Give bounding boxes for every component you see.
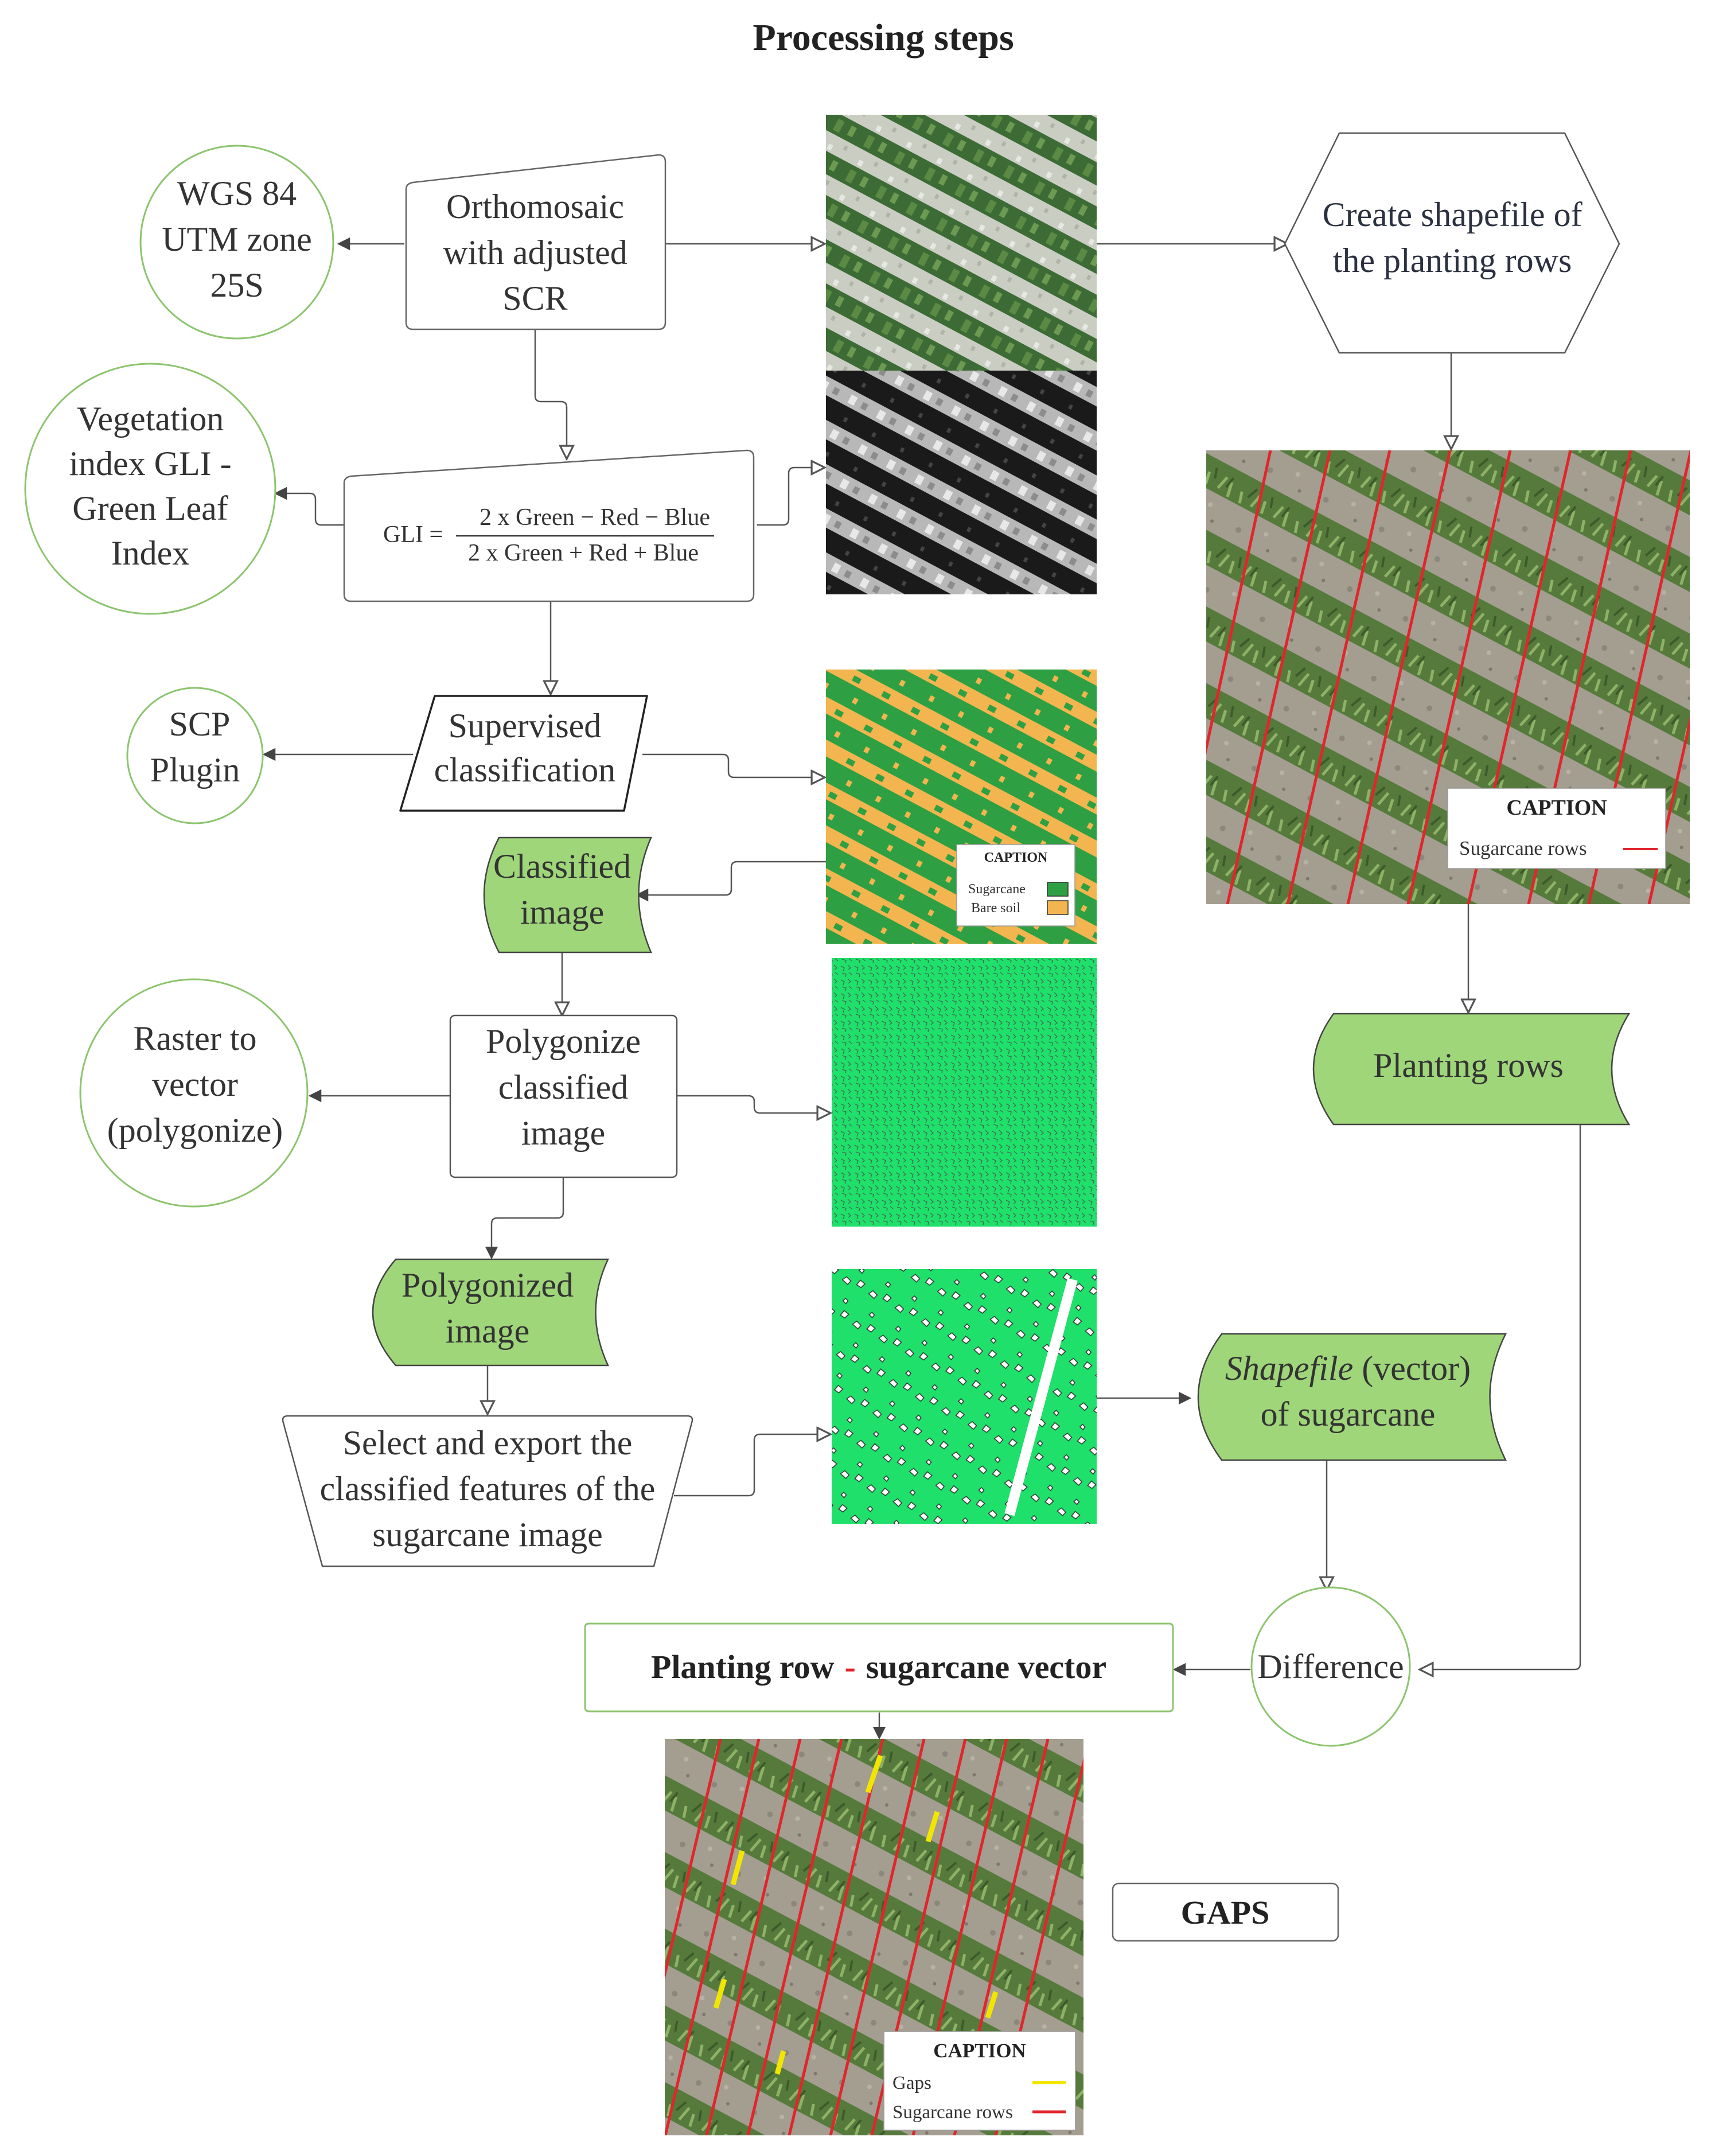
rows-legend-title: CAPTION — [1506, 796, 1607, 820]
classified-line-1: Classified — [493, 847, 631, 885]
rows-legend-label: Sugarcane rows — [1459, 837, 1587, 859]
polygonize-line-1: Polygonize — [486, 1022, 641, 1060]
legend-label-sugarcane: Sugarcane — [968, 882, 1026, 897]
raster-line-2: vector — [152, 1065, 238, 1103]
shapefile-line-1: Shapefile (vector) — [1225, 1349, 1471, 1387]
orthomosaic-image — [826, 115, 1097, 371]
wgs-line-2: UTM zone — [162, 220, 312, 258]
vegetation-line-2: index GLI - — [69, 445, 231, 482]
gaps-legend: CAPTION Gaps Sugarcane rows — [883, 2031, 1076, 2131]
gaps-node: GAPS — [1112, 1882, 1339, 1942]
edge-select-to-vecimage — [674, 1434, 831, 1497]
scp-line-2: Plugin — [150, 751, 240, 789]
polygonized-map-image — [832, 958, 1097, 1227]
gaps-legend-label-gaps: Gaps — [892, 2073, 931, 2093]
gli-numerator: 2 x Green − Red − Blue — [480, 504, 710, 531]
classified-image-node: Classified image — [483, 836, 652, 954]
rows-legend: CAPTION Sugarcane rows — [1447, 788, 1666, 869]
edge-polygonize-to-polygonized — [485, 1177, 564, 1260]
planting-rows-label: Planting rows — [1373, 1046, 1564, 1084]
edge-plantingrows-to-difference — [1420, 1124, 1581, 1669]
shapefile-italic: Shapefile — [1225, 1349, 1353, 1387]
shapefile-rest: (vector) — [1353, 1349, 1471, 1387]
supervised-line-1: Supervised — [449, 707, 602, 745]
gap-segments — [713, 1754, 999, 2075]
edge-ortho-to-gli — [534, 330, 567, 459]
sugarcane-vector-image — [832, 1269, 1097, 1524]
wgs-line-1: WGS 84 — [177, 174, 297, 212]
gaps-legend-label-rows: Sugarcane rows — [892, 2102, 1013, 2123]
scp-plugin-circle: SCP Plugin — [126, 687, 264, 824]
select-export-line-3: sugarcane image — [372, 1516, 602, 1554]
gli-formula-node: GLI = 2 x Green − Red − Blue 2 x Green +… — [343, 449, 755, 602]
planting-minus-dash: - — [844, 1648, 855, 1686]
planting-rows-image: CAPTION Sugarcane rows — [1206, 450, 1690, 904]
polygonize-line-3: image — [521, 1114, 606, 1152]
orthomosaic-node: Orthomosaic with adjusted SCR — [405, 154, 666, 330]
create-shapefile-line-2: the planting rows — [1333, 242, 1572, 279]
planting-rows-node: Planting rows — [1312, 1013, 1631, 1126]
raster-line-1: Raster to — [134, 1019, 257, 1057]
gli-lhs: GLI = — [383, 522, 443, 548]
planting-minus-sugarcane-node: Planting row-sugarcane vector — [584, 1622, 1174, 1713]
wgs-circle: WGS 84 UTM zone 25S — [139, 145, 334, 340]
difference-circle: Difference — [1250, 1586, 1411, 1747]
classified-line-2: image — [520, 893, 605, 931]
polygonized-line-2: image — [446, 1312, 530, 1350]
vegetation-line-3: Green Leaf — [72, 489, 228, 527]
connectors — [262, 244, 1581, 1740]
gaps-result-image: CAPTION Gaps Sugarcane rows — [665, 1739, 1083, 2135]
polygonize-node: Polygonize classified image — [449, 1014, 678, 1178]
gli-denominator: 2 x Green + Red + Blue — [468, 540, 699, 566]
edge-gli-to-vegetation — [274, 487, 344, 526]
shapefile-line-2: of sugarcane — [1261, 1395, 1436, 1433]
page-title: Processing steps — [753, 17, 1014, 59]
planting-minus-left: Planting row — [651, 1648, 835, 1686]
polygonize-line-2: classified — [498, 1068, 629, 1106]
supervised-classification-node: Supervised classification — [399, 695, 648, 812]
wgs-line-3: 25S — [210, 266, 263, 304]
vegetation-index-circle: Vegetation index GLI - Green Leaf Index — [24, 363, 276, 615]
planting-minus-right: sugarcane vector — [866, 1648, 1106, 1686]
gaps-label: GAPS — [1181, 1894, 1270, 1931]
create-shapefile-node: Create shapefile of the planting rows — [1284, 132, 1620, 354]
edge-classmap-to-classified — [635, 861, 826, 902]
select-export-line-2: classified features of the — [320, 1470, 656, 1508]
classification-legend-title: CAPTION — [984, 850, 1048, 865]
difference-label: Difference — [1257, 1648, 1404, 1686]
legend-label-bare-soil: Bare soil — [971, 901, 1020, 916]
orthomosaic-line-2: with adjusted — [443, 233, 627, 271]
polygonized-line-1: Polygonized — [402, 1266, 574, 1304]
select-export-line-1: Select and export the — [343, 1424, 633, 1462]
classification-legend: CAPTION Sugarcane Bare soil — [956, 844, 1075, 927]
create-shapefile-line-1: Create shapefile of — [1322, 196, 1582, 233]
raster-to-vector-circle: Raster to vector (polygonize) — [79, 978, 309, 1208]
edge-gli-to-image — [757, 468, 825, 526]
edge-polygonize-to-polymap — [677, 1095, 831, 1113]
legend-swatch-bare-soil — [1047, 900, 1069, 915]
polygonized-image-node: Polygonized image — [372, 1258, 609, 1367]
legend-swatch-sugarcane — [1047, 882, 1069, 897]
orthomosaic-line-1: Orthomosaic — [446, 188, 624, 225]
supervised-line-2: classification — [434, 751, 616, 789]
vegetation-line-1: Vegetation — [77, 400, 224, 438]
planting-minus-text: Planting row-sugarcane vector — [651, 1648, 1106, 1686]
vegetation-line-4: Index — [111, 534, 190, 572]
shapefile-sugarcane-node: Shapefile (vector) of sugarcane — [1197, 1333, 1507, 1461]
gaps-legend-title: CAPTION — [933, 2040, 1026, 2062]
edge-supervised-to-classmap — [642, 753, 825, 777]
scp-line-1: SCP — [169, 705, 231, 743]
raster-line-3: (polygonize) — [107, 1111, 283, 1149]
classified-map-image: CAPTION Sugarcane Bare soil — [826, 670, 1097, 944]
select-export-node: Select and export the classified feature… — [282, 1415, 693, 1567]
orthomosaic-line-3: SCR — [502, 279, 567, 317]
gli-image — [826, 371, 1097, 594]
